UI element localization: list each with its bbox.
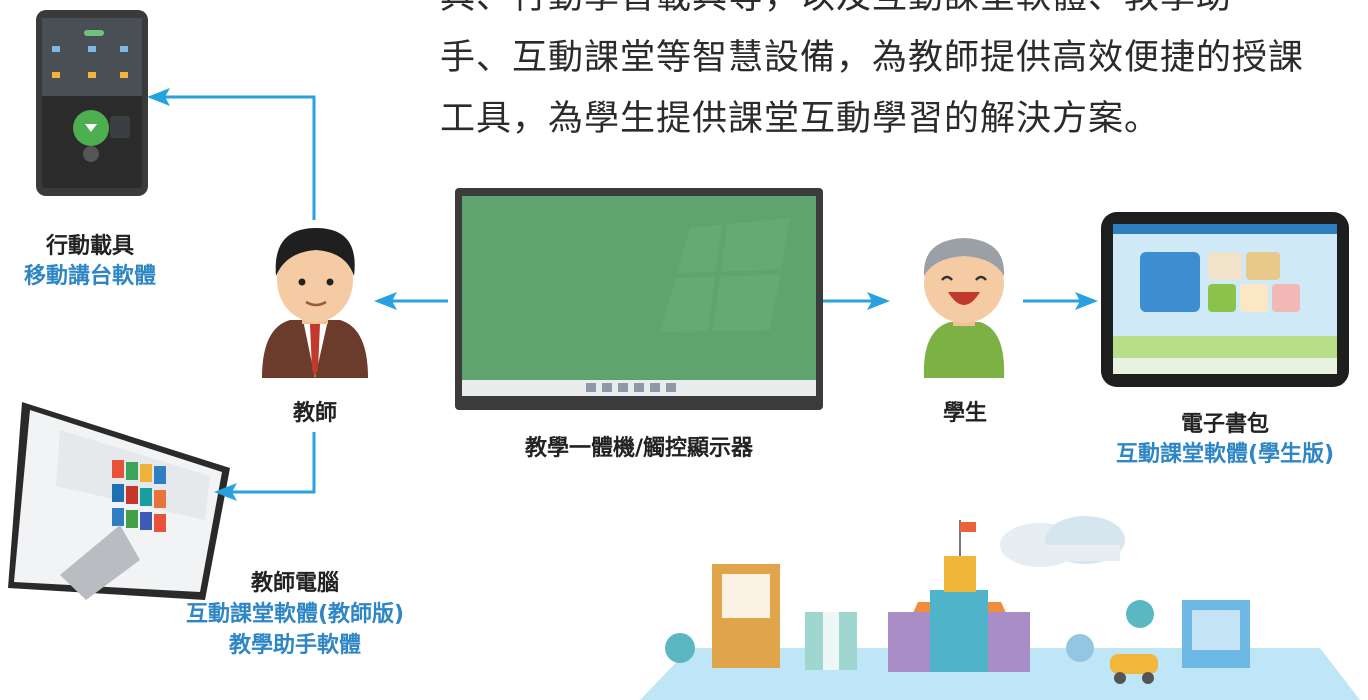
student-character — [923, 238, 1005, 378]
student-label: 學生 — [942, 401, 987, 426]
mobile-phone-image — [36, 10, 148, 196]
board-label: 教學一體機/觸控顯示器 — [524, 436, 754, 461]
intro-line-0: 具、行動學習載具等，以及互動課堂軟體、教學助 — [440, 0, 1350, 28]
ebag-title: 電子書包 — [1180, 412, 1269, 437]
mobile-subtitle: 移動講台軟體 — [23, 264, 156, 289]
teacher-pc-subtitle-1: 互動課堂軟體(教師版) — [185, 602, 405, 627]
arrow-teacher-to-mobile — [165, 95, 316, 220]
connector-arrows — [165, 95, 1080, 494]
teacher-pc-image — [8, 402, 230, 600]
ebag-tablet-image — [1101, 212, 1349, 387]
ebag-subtitle: 互動課堂軟體(學生版) — [1115, 442, 1335, 467]
teacher-pc-title: 教師電腦 — [250, 571, 339, 596]
intro-paragraph: 具、行動學習載具等，以及互動課堂軟體、教學助 手、互動課堂等智慧設備，為教師提供… — [440, 0, 1350, 150]
teacher-label: 教師 — [292, 401, 337, 426]
intro-line-1: 手、互動課堂等智慧設備，為教師提供高效便捷的授課 — [440, 38, 1305, 78]
city-illustration — [640, 516, 1360, 700]
mobile-title: 行動載具 — [45, 234, 134, 259]
teacher-character — [262, 228, 368, 378]
teacher-pc-subtitle-2: 教學助手軟體 — [228, 633, 361, 658]
arrowheads — [147, 88, 1098, 501]
interactive-board-image — [455, 188, 823, 410]
intro-line-2: 工具，為學生提供課堂互動學習的解決方案。 — [440, 99, 1161, 139]
arrow-teacher-to-pc — [232, 432, 316, 494]
